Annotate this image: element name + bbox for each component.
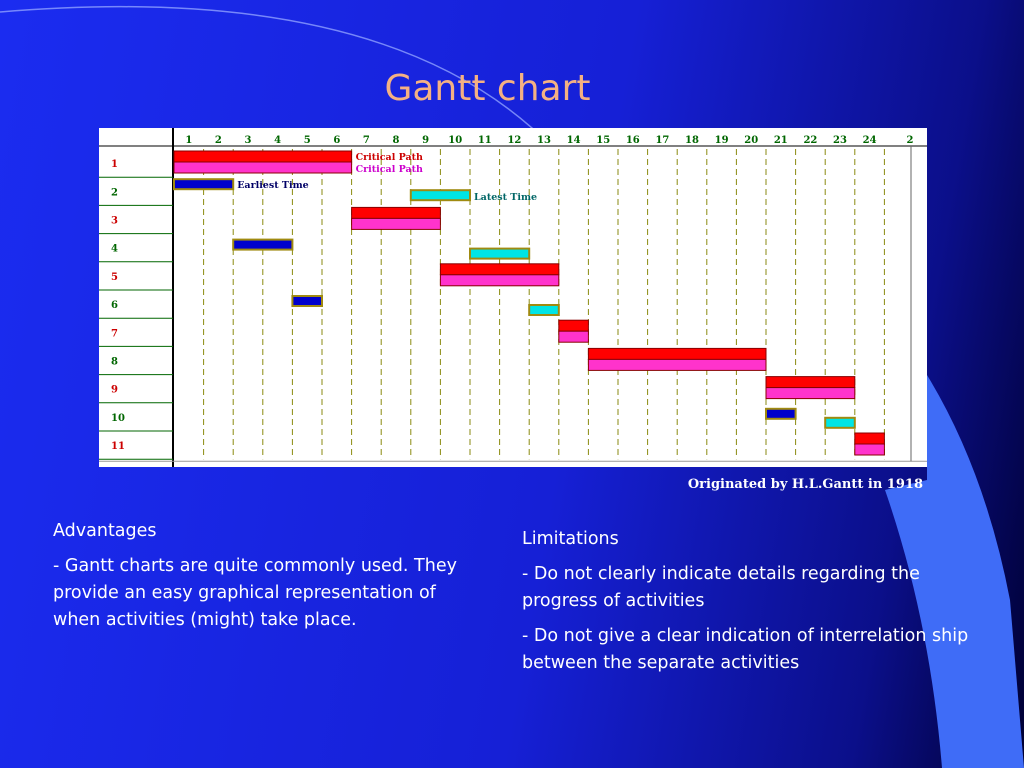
week-tick-label: 1 [185, 135, 192, 146]
critical-path-bar-2 [587, 358, 767, 371]
week-tick-label: 10 [448, 135, 462, 146]
task-row-label: 3 [111, 216, 118, 227]
week-tick-label: 11 [478, 135, 492, 146]
earliest-time-bar [291, 295, 323, 307]
latest-time-bar [824, 416, 856, 429]
week-tick-label: 9 [422, 135, 429, 146]
critical-path-bar-2 [765, 387, 856, 400]
week-tick-label: 22 [803, 135, 817, 146]
critical-path-bar [439, 263, 560, 276]
week-tick-label: 7 [363, 135, 370, 146]
task-row-label: 2 [111, 187, 118, 198]
week-tick-label: 14 [567, 135, 581, 146]
task-row-label: 9 [111, 385, 118, 396]
week-tick-label: 16 [626, 135, 640, 146]
week-tick-label: 2 [215, 135, 222, 146]
critical-path-bar [765, 376, 856, 389]
latest-time-bar [469, 247, 531, 260]
source-note: Originated by H.L.Gantt in 1918 [687, 477, 923, 492]
week-tick-label: 18 [685, 135, 699, 146]
week-tick-label: 3 [245, 135, 252, 146]
critical-path-bar [587, 347, 767, 360]
critical-path-bar [854, 432, 885, 445]
limitations-heading: Limitations [522, 529, 619, 549]
decorative-curve [0, 5, 546, 141]
advantages-section: Advantages - Gantt charts are quite comm… [53, 518, 483, 642]
task-row-label: 4 [111, 244, 118, 255]
earliest-time-bar [765, 407, 797, 420]
advantages-heading: Advantages [53, 521, 157, 541]
limitations-item: - Do not clearly indicate details regard… [522, 564, 920, 611]
task-row-label: 6 [111, 300, 118, 311]
week-tick-label: 24 [863, 135, 877, 146]
week-tick-label: 20 [744, 135, 758, 146]
week-tick-label: 17 [655, 135, 669, 146]
task-row-label: 7 [111, 328, 118, 339]
critical-path-bar-2 [439, 274, 560, 287]
week-tick-label: 2 [907, 135, 914, 146]
task-row-label: 10 [111, 413, 125, 424]
task-row-label: 1 [111, 159, 118, 170]
week-tick-label: 15 [596, 135, 610, 146]
critical-path-bar-2 [173, 161, 353, 174]
latest-time-bar [528, 304, 560, 316]
week-tick-label: 13 [537, 135, 551, 146]
week-tick-label: 4 [274, 135, 281, 146]
earliest-time-bar [173, 178, 235, 191]
week-tick-label: 6 [333, 135, 340, 146]
limitations-section: Limitations - Do not clearly indicate de… [522, 526, 977, 685]
earliest-time-bar [232, 238, 294, 251]
limitations-item: - Do not give a clear indication of inte… [522, 626, 969, 673]
week-tick-label: 8 [393, 135, 400, 146]
week-tick-label: 5 [304, 135, 311, 146]
week-tick-label: 23 [833, 135, 847, 146]
chart-annotation: Earliest Time [237, 180, 308, 191]
task-row-label: 8 [111, 357, 118, 368]
week-tick-label: 19 [715, 135, 729, 146]
slide-title: Gantt chart [384, 68, 591, 109]
critical-path-bar [558, 319, 589, 332]
week-tick-label: 12 [507, 135, 521, 146]
critical-path-bar-2 [558, 330, 589, 343]
critical-path-bar-2 [351, 217, 441, 230]
task-row-label: 11 [111, 441, 125, 452]
advantages-item: - Gantt charts are quite commonly used. … [53, 556, 457, 630]
task-row-label: 5 [111, 272, 118, 283]
chart-annotation: Critical Path [356, 164, 423, 175]
week-tick-label: 21 [774, 135, 788, 146]
accent-wedge-shape [885, 375, 1024, 768]
latest-time-bar [409, 189, 471, 202]
critical-path-bar-2 [854, 443, 885, 456]
critical-path-bar [351, 206, 441, 219]
critical-path-bar [173, 150, 353, 163]
chart-annotation: Latest Time [474, 192, 537, 203]
chart-annotation: Critical Path [356, 152, 423, 163]
